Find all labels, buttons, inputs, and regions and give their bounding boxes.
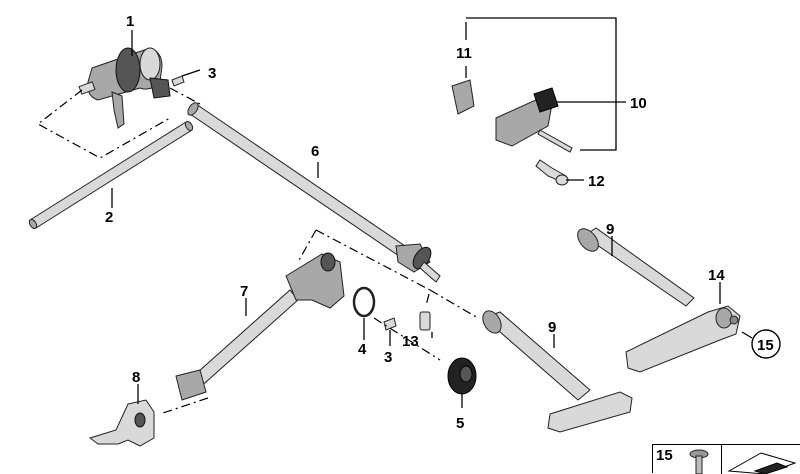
assembly-lines	[36, 87, 479, 415]
callout-15-circle	[751, 329, 781, 359]
callout-7: 7	[240, 283, 248, 300]
part-11-pad	[451, 79, 475, 115]
callout-3-upper: 3	[208, 65, 216, 82]
callout-labels: 1 2 3 3 4 5 6 7 8 9 9 10 11 12 13 14 15	[105, 13, 781, 432]
callout-5: 5	[456, 415, 464, 432]
part-5-grommet	[447, 357, 477, 395]
legend-cell-screw: 15	[653, 445, 722, 474]
part-2-shift-rod	[28, 120, 194, 230]
part-3-circlip-lower	[383, 317, 397, 331]
part-6-shift-shaft	[187, 102, 441, 283]
legend-box: 15	[652, 444, 800, 474]
callout-1: 1	[126, 13, 134, 30]
callout-6: 6	[311, 143, 319, 160]
part-8-lever-bracket	[88, 399, 155, 447]
callout-9-upper: 9	[606, 221, 614, 238]
callout-9-lower: 9	[548, 319, 556, 336]
washer-plate-icon	[727, 452, 797, 474]
callout-13: 13	[402, 333, 419, 350]
part-9-shift-shaft-upper	[577, 227, 695, 307]
part-3-circlip-upper	[171, 75, 185, 87]
part-10-switch-assembly	[495, 87, 573, 153]
callout-8: 8	[132, 369, 140, 386]
bracket-lines	[465, 17, 626, 151]
part-15-screw	[729, 315, 739, 325]
part-9-shift-lever-lower	[482, 310, 633, 433]
part-14-footrest-pedal	[625, 305, 741, 373]
screw-icon	[689, 449, 709, 474]
part-1-shift-fork-assembly	[78, 47, 171, 129]
callout-14: 14	[708, 267, 725, 284]
leader-lines	[111, 30, 753, 408]
callout-3-lower: 3	[384, 349, 392, 366]
part-7-selector-arm	[175, 252, 345, 401]
callout-12: 12	[588, 173, 605, 190]
part-4-ring	[352, 286, 376, 318]
part-13-sleeve	[419, 311, 431, 331]
callout-15: 15	[757, 337, 774, 354]
callout-2: 2	[105, 209, 113, 226]
part-12-bolt	[535, 159, 569, 186]
callout-10: 10	[630, 95, 647, 112]
callout-11: 11	[456, 45, 472, 62]
legend-label: 15	[656, 447, 673, 464]
callout-4: 4	[358, 341, 367, 358]
